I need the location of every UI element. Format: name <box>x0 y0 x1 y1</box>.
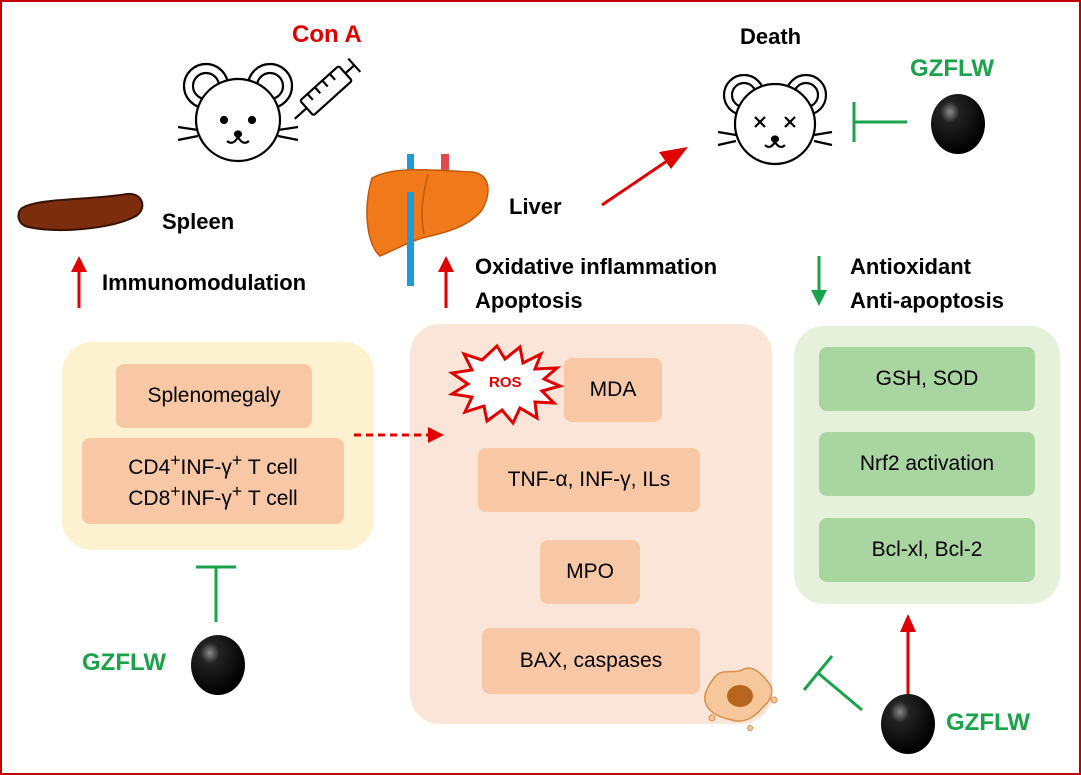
apoptotic-cell-icon <box>703 667 778 731</box>
bcl-box: Bcl-xl, Bcl-2 <box>819 518 1035 582</box>
inhibit-apoptosis-symbol <box>802 655 863 712</box>
bax-caspases-box: BAX, caspases <box>482 628 700 694</box>
mpo-box: MPO <box>540 540 640 604</box>
con-a-label: Con A <box>292 21 362 48</box>
inhibit-spleen-symbol <box>196 565 236 622</box>
spleen-icon <box>17 192 144 231</box>
gzflw-right-label: GZFLW <box>946 709 1030 736</box>
gzflw-ball-top <box>931 94 985 154</box>
mda-box: MDA <box>564 358 662 422</box>
antioxidant-down-arrow <box>811 256 827 306</box>
cytokines-box: TNF-α, INF-γ, ILs <box>478 448 700 512</box>
apoptosis-label: Apoptosis <box>475 288 583 313</box>
nrf2-box: Nrf2 activation <box>819 432 1035 496</box>
death-label: Death <box>740 24 802 49</box>
anti-apoptosis-label: Anti-apoptosis <box>850 288 1004 313</box>
gzflw-up-arrow <box>900 614 916 694</box>
dashed-arrow-spleen-to-liver <box>354 427 444 443</box>
immunomodulation-up-arrow <box>71 256 87 308</box>
gsh-sod-box: GSH, SOD <box>819 347 1035 411</box>
ros-label: ROS <box>489 374 522 391</box>
gzflw-left-label: GZFLW <box>82 649 166 676</box>
liver-icon <box>366 154 489 286</box>
gzflw-ball-right <box>881 694 935 754</box>
cd4-tcell-text: CD4+INF-γ+ T cell <box>128 449 298 479</box>
syringe-icon <box>294 57 362 120</box>
splenomegaly-box: Splenomegaly <box>116 364 312 428</box>
gzflw-ball-left <box>191 635 245 695</box>
liver-label: Liver <box>509 194 562 219</box>
spleen-label: Spleen <box>162 209 235 234</box>
oxidative-inflammation-label: Oxidative inflammation <box>475 254 718 279</box>
gzflw-top-label: GZFLW <box>910 55 994 82</box>
splenomegaly-text: Splenomegaly <box>147 383 281 407</box>
dead-mouse-icon <box>717 73 833 166</box>
tcell-box: CD4+INF-γ+ T cell CD8+INF-γ+ T cell <box>82 438 344 524</box>
antioxidant-label: Antioxidant <box>850 254 971 279</box>
liver-to-death-arrow <box>601 147 688 207</box>
ros-starburst-icon <box>447 343 565 426</box>
inhibit-death-symbol <box>852 102 907 142</box>
cd8-tcell-text: CD8+INF-γ+ T cell <box>128 481 298 510</box>
oxidative-up-arrow <box>438 256 454 308</box>
mouse-icon <box>177 62 299 163</box>
immunomodulation-label: Immunomodulation <box>102 270 307 295</box>
